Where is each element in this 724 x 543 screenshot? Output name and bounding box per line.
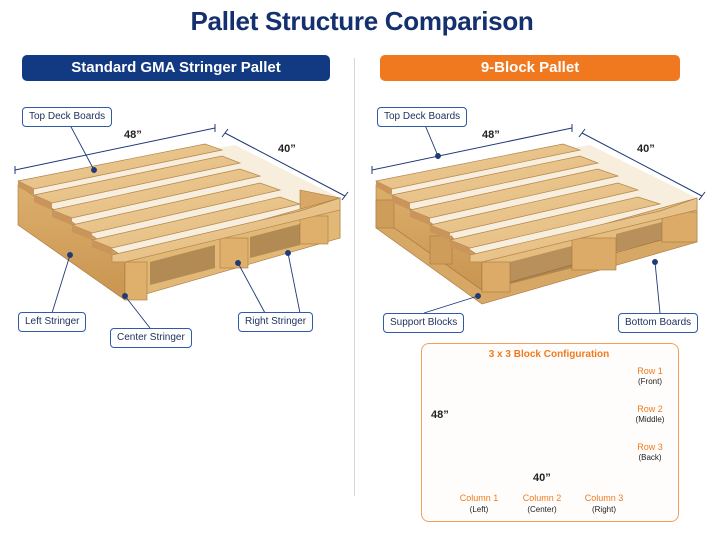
left-stringer-callout: Left Stringer [18, 312, 87, 332]
stringer-pallet-heading: Standard GMA Stringer Pallet [22, 55, 330, 81]
stringer-top-deck-boards [16, 143, 341, 263]
support-blocks-callout: Support Blocks [383, 313, 465, 333]
page-title: Pallet Structure Comparison [190, 6, 534, 36]
stringer-length-label: 48” [124, 129, 142, 141]
support-blocks [375, 199, 698, 293]
config-width-label: 40” [533, 472, 551, 484]
block-top-deck-boards [374, 143, 698, 263]
bottom-boards-callout: Bottom Boards [618, 313, 699, 333]
stringer-top-deck-callout: Top Deck Boards [22, 107, 113, 127]
block-pallet [374, 143, 698, 305]
right-stringer-callout: Right Stringer [238, 312, 314, 332]
row-3-label: Row 3 (Back) [637, 442, 663, 462]
config-length-label: 48” [431, 409, 449, 421]
row-2-label: Row 2 (Middle) [635, 404, 665, 424]
column-1-label: Column 1 (Left) [459, 493, 499, 514]
row-1-label: Row 1 (Front) [637, 366, 663, 386]
center-stringer [124, 261, 148, 301]
block-pallet-heading: 9-Block Pallet [380, 55, 680, 81]
stringer-width-label: 40” [278, 143, 296, 155]
block-width-label: 40” [637, 143, 655, 155]
block-config-title: 3 x 3 Block Configuration [488, 349, 610, 360]
block-top-deck-callout: Top Deck Boards [377, 107, 468, 127]
center-stringer-callout: Center Stringer [110, 328, 192, 348]
column-2-label: Column 2 (Center) [522, 493, 562, 514]
block-config-panel [421, 343, 679, 522]
column-3-label: Column 3 (Right) [584, 493, 624, 514]
panel-divider [354, 58, 355, 496]
stringer-pallet [16, 143, 341, 301]
block-length-label: 48” [482, 129, 500, 141]
